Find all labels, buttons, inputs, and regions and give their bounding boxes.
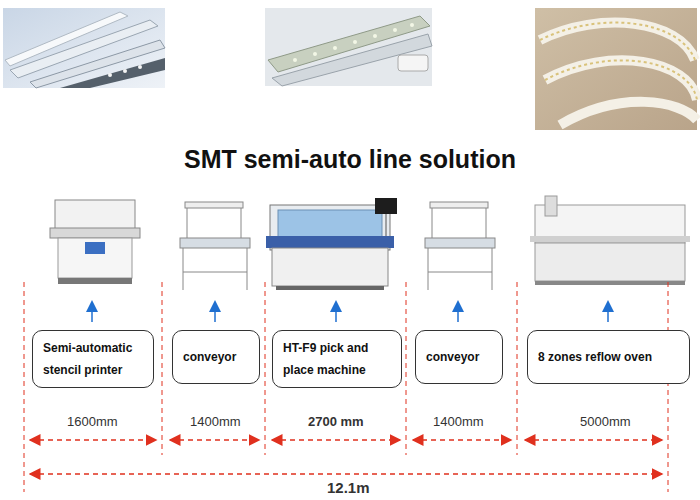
conveyor: [425, 202, 495, 290]
text-stack: Semi-automatic stencil printer: [43, 337, 143, 381]
stencil-printer: [50, 200, 140, 284]
box-label: Semi-automatic stencil printer: [43, 337, 143, 381]
text-stack: conveyor: [183, 346, 236, 368]
dimension-label: 1600mm: [65, 414, 120, 429]
reflow-oven: [530, 196, 690, 285]
process-box: HT-F9 pick and place machine: [272, 330, 402, 388]
dimension-arrow: [30, 440, 662, 474]
box-label: conveyor: [183, 346, 236, 368]
process-box: conveyor: [172, 330, 260, 384]
process-box: 8 zones reflow oven: [527, 330, 690, 384]
process-box: Semi-automatic stencil printer: [32, 330, 154, 388]
product-photo: [265, 8, 432, 86]
dimension-label: 1400mm: [431, 414, 486, 429]
dimension-label: 5000mm: [578, 414, 633, 429]
dimension-label: 1400mm: [188, 414, 243, 429]
box-label: HT-F9 pick and place machine: [283, 337, 391, 381]
process-box: conveyor: [415, 330, 503, 384]
dimension-label: 12.1m: [325, 479, 372, 496]
box-label: conveyor: [426, 346, 479, 368]
guide-line: [24, 282, 668, 492]
conveyor: [180, 202, 250, 290]
text-stack: conveyor: [426, 346, 479, 368]
product-photo: [535, 8, 697, 130]
text-stack: HT-F9 pick and place machine: [283, 337, 391, 381]
text-stack: 8 zones reflow oven: [538, 346, 652, 368]
box-label: 8 zones reflow oven: [538, 346, 652, 368]
title: SMT semi-auto line solution: [184, 145, 516, 174]
pick-and-place-machine: [266, 198, 397, 290]
product-photo: [3, 8, 165, 88]
dimension-label: 2700 mm: [306, 414, 366, 429]
pointer-arrow: [92, 306, 608, 322]
